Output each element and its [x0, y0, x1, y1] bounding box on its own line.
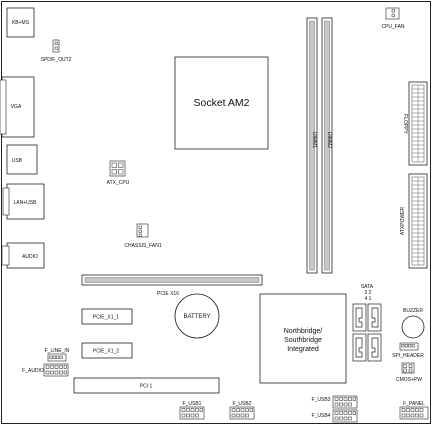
chassis-fan-pin — [138, 225, 142, 229]
audio-label: AUDIO — [22, 254, 38, 260]
cpu-fan-pin — [391, 13, 395, 17]
f-panel-header — [399, 406, 429, 420]
atx-cpu-pin — [118, 162, 124, 168]
atxpower-label: ATXPOWER — [400, 206, 406, 235]
sata-connectors — [352, 303, 382, 362]
spdif-pin — [54, 41, 58, 45]
cpu-fan-label: CPU_FAN — [381, 24, 404, 30]
pcie-x16-slot-inner — [84, 277, 260, 283]
f-panel-label: F_PANEL — [403, 401, 425, 407]
chipset — [259, 293, 347, 384]
pcie-x16-label: PCIE X16 — [157, 291, 179, 297]
pcie-x1-1-slot — [81, 308, 133, 325]
f-usb3-header — [332, 395, 358, 409]
sata-top-numbers: 3 2 — [365, 290, 372, 296]
lanusb-label: LAN+USB — [14, 200, 38, 206]
pcie-x1-2-slot — [81, 342, 133, 359]
usb-port — [6, 144, 38, 175]
f-line-in-label: F_LINE_IN — [45, 348, 70, 354]
spdif-header — [52, 39, 60, 53]
spi-header-label: SPI_HEADER — [392, 353, 424, 359]
chipset-label-line1: Northbridge/ — [284, 328, 323, 335]
sata-bottom-numbers: 4 1 — [365, 296, 372, 302]
lanusb-port — [6, 183, 45, 220]
f-usb2-header — [229, 406, 255, 420]
cpu-socket-label: Socket AM2 — [193, 97, 249, 109]
f-audio-label: F_AUDIO — [22, 368, 44, 374]
chassis-fan-label: CHASSIS_FAN1 — [124, 243, 161, 249]
dimm2-slot-inner — [324, 20, 330, 271]
cpu-fan-header — [385, 7, 400, 20]
pcie-x1-1-label: PCIE_X1_1 — [93, 315, 119, 321]
pci1-slot — [73, 377, 220, 394]
f-usb4-label: F_USB4 — [312, 413, 331, 419]
atx-cpu-pin — [118, 169, 124, 175]
audio-port-inner — [1, 245, 10, 266]
cmos-pw-jumper — [401, 362, 415, 374]
f-usb1-label: F_USB1 — [183, 401, 202, 407]
f-usb1-header — [179, 406, 205, 420]
atx-cpu-label: ATX_CPU — [107, 180, 130, 186]
pcie-x1-2-label: PCIE_X1_2 — [93, 349, 119, 355]
kbms-label: KB+MS — [12, 20, 30, 26]
kbms-port — [6, 7, 35, 38]
chassis-fan-pin — [138, 233, 142, 237]
atx-cpu-pin — [111, 169, 117, 175]
floppy-connector — [408, 81, 428, 166]
vga-port — [1, 76, 35, 138]
vga-label: VGA — [11, 104, 22, 110]
buzzer — [401, 315, 425, 339]
chipset-label-line2: Southbridge — [284, 337, 322, 344]
spdif-label: SPDIF_OUT2 — [41, 57, 72, 63]
dimm1-label: DIMM1 — [311, 132, 317, 148]
battery-label: BATTERY — [183, 314, 210, 320]
chassis-fan-pin — [138, 229, 142, 233]
cmos-pw-label: CMOS+PW — [396, 377, 422, 383]
chassis-fan-header — [136, 223, 149, 238]
sata-title: SATA — [361, 284, 374, 290]
usb-label: USB — [12, 158, 23, 164]
lanusb-port-inner — [2, 187, 10, 216]
dimm2-label: DIMM2 — [326, 132, 332, 148]
battery — [174, 293, 220, 339]
f-audio-header — [43, 363, 69, 377]
pci1-label: PCI 1 — [140, 384, 153, 390]
atx-cpu-pin — [111, 162, 117, 168]
dimm1-slot-inner — [309, 20, 315, 271]
f-usb3-label: F_USB3 — [312, 397, 331, 403]
spi-header — [399, 342, 419, 351]
floppy-label: FLOPPY — [402, 114, 408, 134]
chipset-label-line3: Integrated — [287, 346, 319, 353]
f-usb4-header — [332, 409, 358, 423]
f-usb2-label: F_USB2 — [233, 401, 252, 407]
spdif-pin — [54, 46, 58, 50]
cpu-fan-pin — [391, 9, 395, 13]
cpu-socket — [174, 56, 269, 150]
buzzer-label: BUZZER — [403, 308, 423, 314]
atxpower-connector — [408, 173, 428, 269]
f-line-in-header — [47, 353, 67, 362]
vga-port-inner — [0, 79, 7, 135]
